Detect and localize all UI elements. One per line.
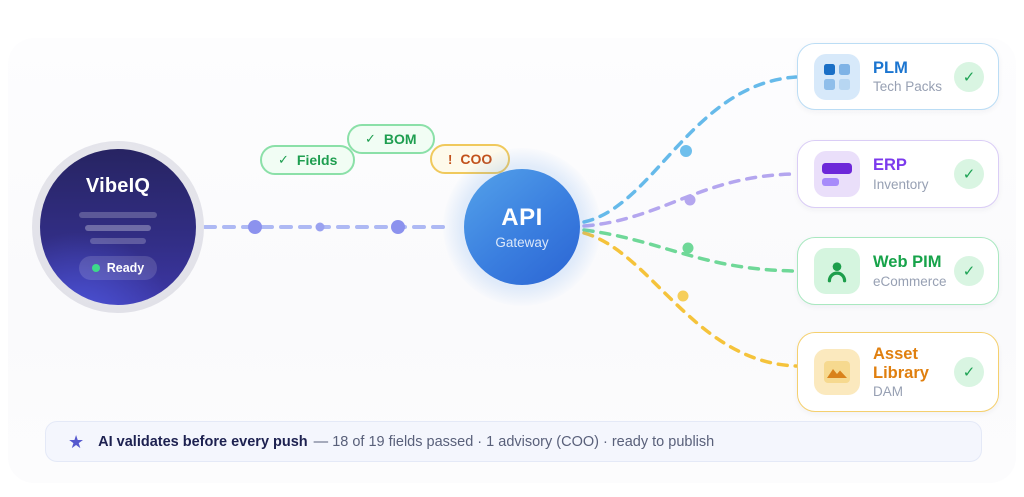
skeleton-line (90, 237, 146, 244)
check-icon: ✓ (954, 159, 984, 189)
gateway-subtitle: Gateway (495, 235, 549, 250)
validation-summary-detail: — 18 of 19 fields passed · 1 advisory (C… (313, 433, 715, 450)
card-web-pim[interactable]: Web PIM eCommerce ✓ (797, 237, 999, 305)
card-asset-library[interactable]: Asset Library DAM ✓ (797, 332, 999, 412)
validation-summary-text: AI validates before every push — 18 of 19… (98, 434, 714, 450)
source-node-title: VibeIQ (85, 174, 151, 197)
status-label: Ready (106, 260, 145, 275)
source-node[interactable]: VibeIQ Ready (40, 149, 196, 305)
wire-gateway-to-erp (582, 172, 798, 228)
grid-icon (814, 53, 860, 100)
card-erp-title: ERP (873, 156, 907, 175)
card-asset-library-subtitle: DAM (873, 383, 903, 399)
person-icon (814, 248, 860, 294)
check-icon: ✓ (954, 256, 984, 286)
wire-dot-yellow (677, 290, 689, 302)
wire-gateway-to-plm (582, 75, 798, 224)
badge-fields: ✓ Fields (260, 145, 356, 175)
card-asset-library-title: Asset Library (873, 345, 929, 382)
card-plm-title: PLM (873, 58, 908, 77)
wire-gateway-to-pim (582, 228, 798, 273)
gateway-node[interactable]: API Gateway (464, 169, 580, 285)
badge-fields-label: Fields (296, 152, 338, 168)
validation-summary-bar: ★ AI validates before every push — 18 of … (45, 421, 982, 462)
gateway-title: API (501, 204, 543, 231)
skeleton-line (79, 211, 157, 218)
card-web-pim-subtitle: eCommerce (873, 273, 947, 289)
check-icon: ✓ (278, 152, 289, 167)
image-icon (814, 349, 860, 395)
star-icon: ★ (68, 431, 85, 452)
card-erp-subtitle: Inventory (873, 176, 929, 192)
wire-dot (315, 222, 325, 232)
status-badge: Ready (78, 255, 158, 280)
badge-coo-label: COO (460, 151, 493, 167)
exclamation-icon: ! (448, 151, 453, 167)
wire-dot-purple (684, 194, 696, 206)
card-web-pim-title: Web PIM (873, 253, 942, 272)
bars-icon (814, 151, 860, 197)
status-dot-icon (91, 263, 100, 272)
wire-dot (248, 220, 262, 234)
skeleton-line (85, 224, 151, 231)
check-icon: ✓ (954, 357, 984, 387)
wire-dot-blue (680, 145, 692, 157)
wire-gateway-to-asset (582, 231, 798, 368)
card-plm-subtitle: Tech Packs (873, 79, 943, 95)
card-erp[interactable]: ERP Inventory ✓ (797, 140, 999, 208)
wire-dot (391, 220, 405, 234)
validation-summary-bold: AI validates before every push (98, 433, 308, 450)
badge-bom: ✓ BOM (347, 124, 435, 154)
wire-dot-green (682, 242, 694, 254)
check-icon: ✓ (365, 131, 376, 146)
card-plm[interactable]: PLM Tech Packs ✓ (797, 43, 999, 110)
badge-coo: ! COO (430, 144, 511, 174)
check-icon: ✓ (954, 61, 984, 92)
badge-bom-label: BOM (383, 131, 417, 147)
